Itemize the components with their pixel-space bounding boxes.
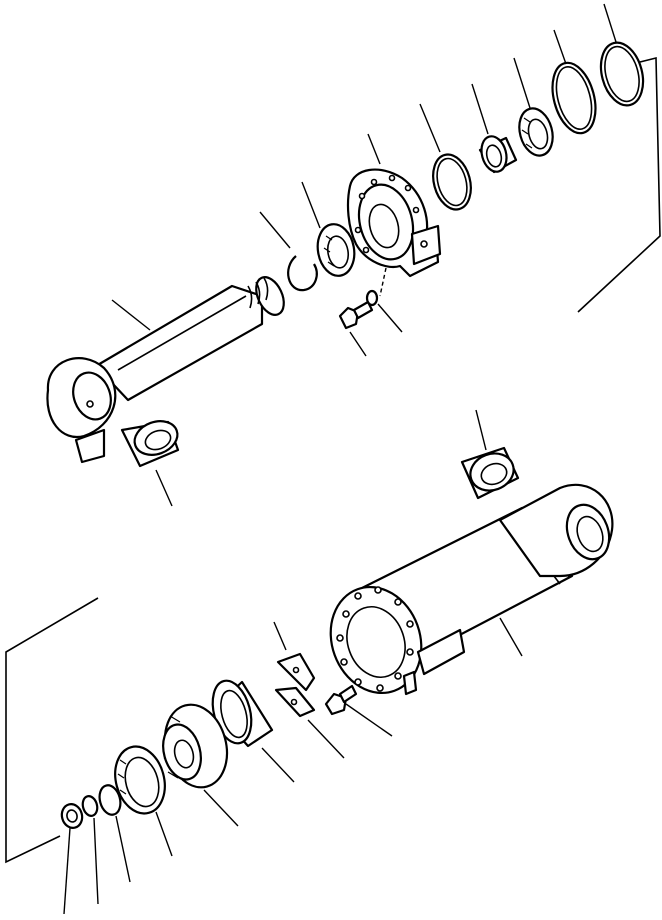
wear-ring-leader xyxy=(261,747,295,783)
split-collar-bottom-leader xyxy=(307,719,345,759)
split-collar-top[interactable] xyxy=(276,652,316,692)
backup-ring-leader xyxy=(553,29,567,65)
wear-ring[interactable] xyxy=(206,676,274,748)
upper-assembly-bracket xyxy=(577,56,661,313)
cylinder-head-leader xyxy=(367,133,381,165)
piston-leader xyxy=(203,789,239,827)
piston-rod[interactable] xyxy=(46,273,289,464)
rod-bearing-leader xyxy=(471,83,489,135)
piston-ring-leader xyxy=(93,817,99,905)
piston-o-ring[interactable] xyxy=(96,783,123,817)
rod-seal-leader xyxy=(301,181,321,229)
cylinder-head[interactable] xyxy=(346,168,442,278)
cylinder-tube-leader xyxy=(499,617,523,657)
bottom-bushing-leader xyxy=(475,409,487,451)
lower-assembly-bracket xyxy=(5,597,99,864)
cylinder-tube[interactable] xyxy=(316,483,616,706)
rod-bearing[interactable] xyxy=(478,134,518,175)
rod-bushing[interactable] xyxy=(120,415,182,468)
outer-o-ring[interactable] xyxy=(594,38,649,110)
collar-bolt[interactable] xyxy=(324,684,358,716)
head-bolt-leader xyxy=(349,331,367,357)
snap-ring[interactable] xyxy=(287,255,318,292)
split-collar-top-leader xyxy=(273,621,287,651)
piston-seal-leader xyxy=(155,811,173,857)
buffer-ring[interactable] xyxy=(514,105,557,160)
backup-ring[interactable] xyxy=(545,58,602,138)
cylinder-head-dash xyxy=(379,267,387,297)
head-o-ring-leader xyxy=(419,103,441,153)
collar-bolt-leader xyxy=(345,703,393,737)
outer-o-ring-leader xyxy=(603,3,617,43)
bolt-washer[interactable] xyxy=(365,289,379,307)
piston-o-ring-leader xyxy=(115,815,131,883)
piston-ring[interactable] xyxy=(81,795,100,818)
rod-seal[interactable] xyxy=(314,221,358,278)
snap-ring-leader xyxy=(259,211,291,249)
bottom-bushing[interactable] xyxy=(460,446,520,500)
piston-retainer[interactable] xyxy=(59,802,85,830)
piston[interactable] xyxy=(156,698,236,795)
piston-seal[interactable] xyxy=(108,741,172,819)
buffer-ring-leader xyxy=(513,57,531,109)
piston-rod-leader xyxy=(111,299,151,331)
split-collar-bottom[interactable] xyxy=(274,686,316,718)
piston-retainer-leader xyxy=(63,827,71,915)
rod-bushing-leader xyxy=(155,469,173,507)
head-bolt[interactable] xyxy=(338,300,374,330)
head-o-ring[interactable] xyxy=(427,150,476,213)
bolt-washer-leader xyxy=(377,303,403,333)
